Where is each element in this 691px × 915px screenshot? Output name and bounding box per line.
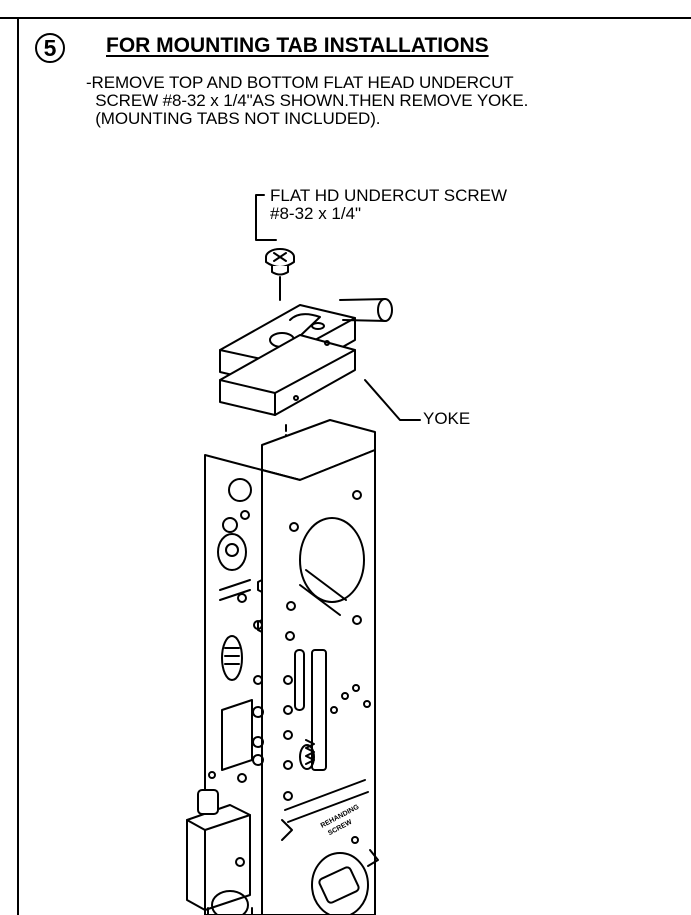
screw-icon [266, 249, 294, 300]
step-instructions: -REMOVE TOP AND BOTTOM FLAT HEAD UNDERCU… [86, 73, 529, 128]
lock-body-icon [187, 420, 378, 915]
screw-leader-line [256, 195, 276, 240]
step-number: 5 [43, 34, 57, 61]
step-title: FOR MOUNTING TAB INSTALLATIONS [106, 34, 489, 57]
left-border-line [17, 17, 19, 915]
yoke-leader-line [365, 380, 420, 420]
top-border-line [0, 17, 691, 19]
yoke-icon [220, 299, 392, 415]
screw-callout-label: FLAT HD UNDERCUT SCREW #8-32 x 1/4" [270, 186, 508, 223]
step-number-badge: 5 [35, 33, 65, 63]
yoke-callout-label: YOKE [423, 409, 471, 428]
